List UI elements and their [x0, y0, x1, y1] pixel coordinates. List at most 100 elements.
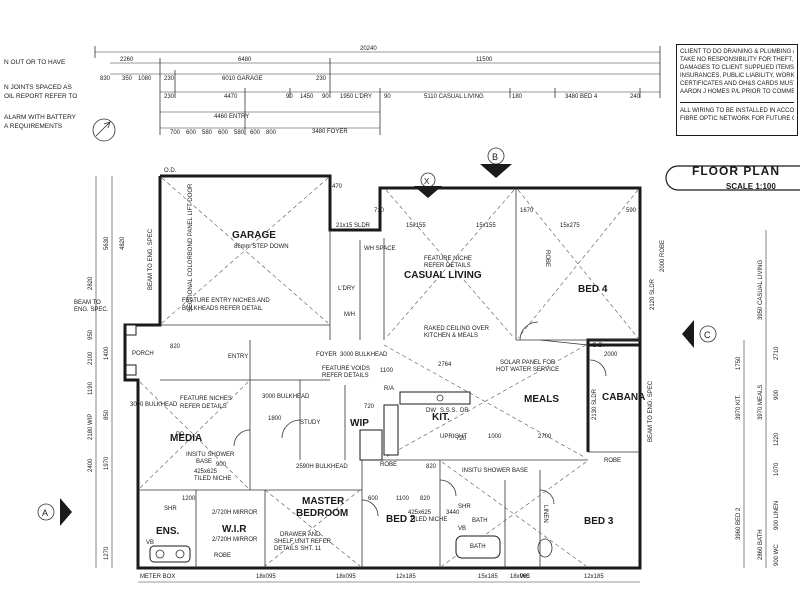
dim-label: 600 [250, 130, 261, 136]
dim-label: 600 [186, 130, 197, 136]
note-line: OIL REPORT REFER TO [4, 93, 78, 100]
dim-label: 4470 [224, 94, 238, 100]
svg-text:1670: 1670 [520, 208, 534, 214]
drawing-scale: SCALE 1:100 [726, 182, 776, 191]
room-porch: PORCH [132, 351, 154, 357]
note-line: CERTIFICATES AND OH&S CARDS MUST [680, 81, 794, 87]
dim-label: 5630 [104, 236, 110, 250]
external-walls [123, 174, 642, 570]
dim-label: 3970 KIT. [736, 394, 742, 420]
dim-label: 1080 [138, 76, 152, 82]
right-dimensions: 3950 CASUAL LIVING 2000 ROBE 2710 1750 3… [660, 230, 780, 568]
dim-label: 2860 BATH [758, 529, 764, 560]
sink-icon [436, 394, 444, 402]
wh-note: WH SPACE [364, 246, 396, 252]
slider-note: 2120 SLDR [650, 278, 656, 310]
dim-label: 600 [218, 130, 229, 136]
dim-label: 90 [384, 94, 391, 100]
svg-text:C: C [704, 330, 711, 340]
dim-label: 6480 [238, 57, 252, 63]
dim-label: 2710 [774, 346, 780, 360]
wip-shelf [359, 429, 383, 461]
vb-note: VB [458, 526, 466, 532]
bulkhead-note: 3000 BULKHEAD [262, 394, 310, 400]
svg-text:15x275: 15x275 [560, 223, 580, 229]
dim-label: 900 LINEN [774, 501, 780, 530]
dim-label: 950 [88, 329, 94, 340]
svg-text:1800: 1800 [268, 416, 282, 422]
solar-note: HOT WATER SERVICE [496, 367, 559, 373]
robe-label: ROBE [380, 462, 397, 468]
raked-ceiling-note: KITCHEN & MEALS [424, 333, 478, 339]
room-bath: BATH [472, 518, 488, 524]
dim-label: 850 [104, 409, 110, 420]
beam-note: BEAM TO ENG. SPEC [648, 380, 654, 442]
room-bed-2: BED 2 [386, 514, 416, 525]
dim-label: 1950 L'DRY [340, 94, 372, 100]
svg-text:590: 590 [626, 208, 637, 214]
window-label: 12x185 [584, 574, 604, 580]
drawer-note: DETAILS SHT. 11 [274, 546, 322, 552]
room-entry: ENTRY [228, 354, 248, 360]
room-meals: MEALS [524, 394, 559, 405]
kitchen-fixtures [359, 391, 471, 461]
interior-dimensions: 470 710 1670 590 21x15 SLDR 15x155 15x15… [170, 184, 637, 516]
kitchen-bench [383, 404, 399, 456]
meter-box-note: METER BOX [140, 574, 175, 580]
dim-label: 1270 [104, 546, 110, 560]
svg-text:X: X [424, 177, 430, 186]
basin-icon [155, 549, 165, 559]
dim-label: 3480 FOYER [312, 129, 348, 135]
svg-text:B: B [492, 152, 498, 162]
ceiling-diagonals [139, 177, 639, 567]
dw-note: DW [426, 408, 436, 414]
dim-label: 350 [122, 76, 133, 82]
room-cabana: CABANA [602, 392, 645, 403]
dim-label: 900 [774, 389, 780, 400]
beam-note: ENG. SPEC. [74, 307, 109, 313]
left-dimensions: 5630 4820 2820 950 2100 1400 1190 2180 W… [88, 176, 126, 568]
svg-text:15x155: 15x155 [476, 223, 496, 229]
svg-text:1100: 1100 [380, 368, 394, 374]
room-study: STUDY [300, 420, 320, 426]
tiled-niche-note: 425x625 [408, 510, 432, 516]
svg-text:2764: 2764 [438, 362, 452, 368]
window-label: 18x095 [256, 574, 276, 580]
general-notes-right: CLIENT TO DO DRAINING & PLUMBING A TAKE … [676, 44, 798, 136]
dim-label: 2180 WIP [88, 414, 94, 440]
svg-text:1200: 1200 [182, 496, 196, 502]
dim-label: 1750 [736, 356, 742, 370]
svg-text:2700: 2700 [538, 434, 552, 440]
tiled-niche-note: 425x625 [194, 469, 218, 475]
section-marker-b: B [480, 147, 512, 178]
dim-label: 2260 [120, 57, 134, 63]
robe-label: ROBE [604, 458, 621, 464]
section-marker-a: A [37, 498, 72, 526]
dim-label: 1450 [300, 94, 314, 100]
niche-note: FEATURE NICHE [424, 256, 472, 262]
insitu-note: INSITU SHOWER [186, 452, 235, 458]
room-bed-3: BED 3 [584, 516, 614, 527]
dim-label: 4460 ENTRY [214, 114, 249, 120]
porch-column [125, 324, 137, 336]
room-casual-living: CASUAL LIVING [404, 270, 482, 281]
dim-label: 1400 [104, 346, 110, 360]
ra-note: R/A [384, 386, 394, 392]
svg-text:1000: 1000 [488, 434, 502, 440]
note-line: AARON J HOMES P/L PRIOR TO COMME [680, 89, 794, 95]
dim-label: 230 [316, 76, 327, 82]
dim-label: 830 [100, 76, 111, 82]
drawer-note: SHELF UNIT REFER [274, 539, 332, 545]
insitu-note: BASE [196, 459, 212, 465]
room-bed-4: BED 4 [578, 284, 608, 295]
dim-label: 3950 CASUAL LIVING [758, 260, 764, 320]
dim-overall: 20240 [360, 46, 377, 52]
entry-niche-note: BULKHEADS REFER DETAIL [182, 306, 263, 312]
room-ensuite: ENS. [156, 526, 180, 537]
room-master: MASTER [302, 496, 345, 507]
room-laundry: L'DRY [338, 286, 355, 292]
wc-label: WC [520, 574, 531, 580]
garage-door-note: SECTIONAL COLORBOND PANEL LIFT DOOR [188, 183, 194, 312]
bath-tub [455, 535, 501, 559]
dim-label: 180 [512, 94, 523, 100]
